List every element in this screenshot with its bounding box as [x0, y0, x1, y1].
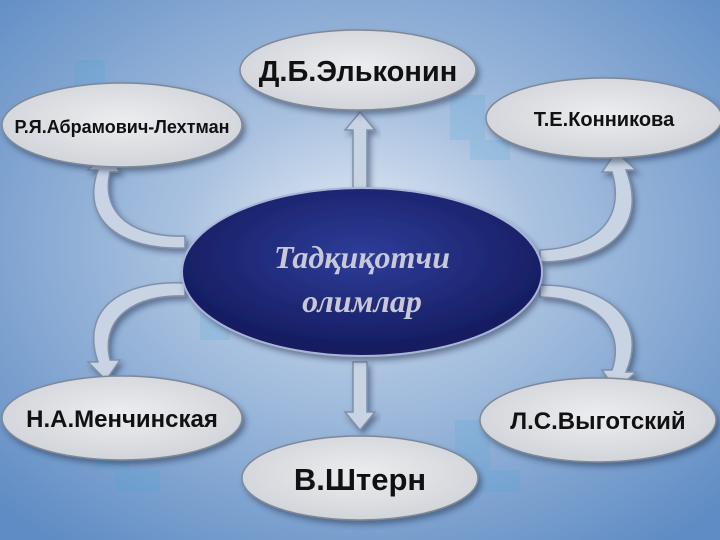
node-bottom-left-label: Н.А.Менчинская — [26, 406, 218, 433]
center-title-line2: олимлар — [302, 283, 422, 319]
node-bottom-right-label: Л.С.Выготский — [510, 408, 685, 435]
node-bottom-right — [479, 377, 717, 463]
node-bottom-left — [1, 375, 243, 461]
node-top-label: Д.Б.Эльконин — [259, 56, 457, 88]
node-top-right — [485, 77, 720, 159]
node-top-right-label: Т.Е.Конникова — [534, 109, 675, 131]
node-top-left-label: Р.Я.Абрамович-Лехтман — [15, 117, 230, 137]
node-bottom-label: В.Штерн — [294, 462, 426, 497]
center-node — [181, 187, 543, 357]
node-top — [239, 29, 477, 111]
node-top-left — [1, 82, 243, 168]
curved-arrow-bottom-left — [86, 282, 186, 382]
node-bottom — [241, 435, 479, 521]
arrow-down — [343, 361, 377, 432]
center-title-line1: Тадқиқотчи — [274, 239, 450, 275]
